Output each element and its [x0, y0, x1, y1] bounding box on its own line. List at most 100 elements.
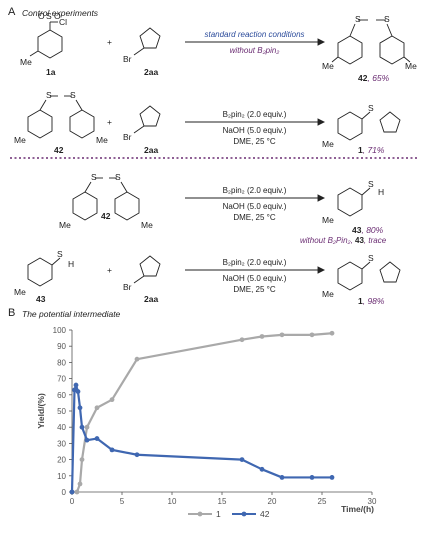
cyclopentyl-ring-r1: [139, 27, 161, 49]
atom-s-p4: S: [368, 253, 374, 263]
legend-label-1: 1: [216, 509, 221, 519]
product-label-r3: 43, 80%: [352, 226, 383, 235]
y-tick-label: 100: [53, 326, 67, 335]
product-1-yield-r4: , 98%: [362, 296, 385, 306]
atom-s-p2: S: [368, 103, 374, 113]
x-tick-label: 0: [70, 497, 75, 506]
product-43-label: 43: [352, 225, 362, 235]
note-trace-label: 43: [355, 236, 364, 245]
y-tick-label: 40: [57, 423, 66, 432]
aryl-ring-1a: [37, 29, 63, 59]
atom-me-p3: Me: [322, 215, 334, 225]
atom-s2-r3: S: [115, 172, 121, 182]
data-point-1: [239, 337, 245, 343]
data-point-42: [69, 489, 75, 495]
condition-r3-naoh: NaOH (5.0 equiv.): [222, 202, 287, 211]
condition-r4-dme: DME, 25 °C: [233, 285, 276, 294]
data-point-42: [329, 475, 335, 480]
plus-r4: +: [107, 265, 112, 275]
atom-me-p4: Me: [322, 289, 334, 299]
note-trace: without B₂Pin₂, 43, trace: [300, 237, 386, 245]
legend-marker-42: [241, 511, 247, 517]
data-point-1: [79, 457, 85, 462]
y-tick-label: 10: [57, 472, 66, 481]
y-tick-label: 80: [57, 358, 66, 367]
atom-s-1a: S: [46, 11, 52, 21]
x-tick-label: 15: [218, 497, 227, 506]
legend-label-42: 42: [260, 509, 270, 519]
condition-r3-b2pin2: B₂pin₂ (2.0 equiv.): [222, 186, 287, 195]
atom-me1-42: Me: [322, 61, 334, 71]
atom-s2-r2: S: [70, 90, 76, 100]
data-point-1: [77, 481, 83, 487]
data-point-42: [75, 389, 81, 394]
series-line-1: [72, 332, 333, 494]
atom-cl-1a: Cl: [59, 17, 68, 27]
atom-me-r4: Me: [14, 287, 26, 297]
data-point-42: [279, 475, 285, 480]
y-tick-label: 60: [57, 391, 66, 400]
y-tick-label: 90: [57, 342, 66, 351]
y-tick-label: 0: [62, 488, 67, 497]
data-point-1: [74, 489, 80, 495]
atom-s-p3: S: [368, 179, 374, 189]
product-42-yield: , 65%: [367, 73, 390, 83]
x-tick-label: 25: [318, 497, 327, 506]
data-point-1: [84, 424, 90, 430]
atom-me2-r3: Me: [141, 220, 153, 230]
label-2aa-r4: 2aa: [144, 294, 159, 304]
panel-a-letter: A: [8, 6, 16, 18]
data-point-42: [259, 466, 265, 472]
data-point-42: [94, 436, 100, 441]
atom-me2-r2: Me: [96, 135, 108, 145]
atom-me-1a: Me: [20, 57, 32, 67]
data-point-1: [309, 332, 315, 338]
atom-me2-42: Me: [405, 61, 417, 71]
chart-legend: 1 42: [188, 509, 270, 519]
atom-s2-42: S: [384, 14, 390, 24]
x-tick-label: 5: [120, 497, 125, 506]
atom-o1-1a: O: [38, 11, 45, 21]
note-trace-suffix: , trace: [363, 236, 387, 245]
condition-r2-naoh: NaOH (5.0 equiv.): [222, 126, 287, 135]
condition-r4-b2pin2: B₂pin₂ (2.0 equiv.): [222, 258, 287, 267]
x-axis-title: Time/(h): [341, 504, 374, 514]
atom-s-r4: S: [57, 249, 63, 259]
label-1a: 1a: [46, 67, 56, 77]
x-tick-label: 30: [368, 497, 377, 506]
data-point-1: [134, 356, 140, 362]
data-point-42: [84, 437, 90, 443]
product-42-label: 42: [358, 73, 368, 83]
data-point-1: [259, 334, 265, 339]
condition-without-b2pin2: without B₂pin₂: [229, 46, 280, 55]
condition-r2-b2pin2: B₂pin₂ (2.0 equiv.): [222, 110, 287, 119]
atom-me-p2: Me: [322, 139, 334, 149]
data-point-1: [279, 332, 285, 338]
product-label-r2: 1, 71%: [358, 146, 384, 155]
product-1-label-r2: 1: [358, 145, 363, 155]
atom-h-r4: H: [68, 259, 75, 269]
atom-br-r4: Br: [123, 282, 132, 292]
x-tick-label: 10: [168, 497, 177, 506]
product-43-yield: , 80%: [361, 225, 384, 235]
plus-r1: +: [107, 37, 112, 47]
panel-a-title: Control experiments: [22, 8, 99, 18]
chart-series: [69, 330, 335, 495]
y-tick-label: 50: [57, 407, 66, 416]
atom-o2-1a: O: [54, 11, 61, 21]
atom-br-r1: Br: [123, 54, 132, 64]
atom-s1-r3: S: [91, 172, 97, 182]
condition-r3-dme: DME, 25 °C: [233, 213, 276, 222]
data-point-42: [73, 382, 79, 388]
product-1-label-r4: 1: [358, 296, 363, 306]
label-2aa-r1: 2aa: [144, 67, 159, 77]
legend-marker-1: [197, 511, 203, 517]
y-tick-label: 30: [57, 439, 66, 448]
atom-s1-r2: S: [46, 90, 52, 100]
scheme-drawing: [10, 19, 418, 291]
data-point-1: [94, 405, 100, 411]
x-tick-label: 20: [268, 497, 277, 506]
atom-me1-r2: Me: [14, 135, 26, 145]
